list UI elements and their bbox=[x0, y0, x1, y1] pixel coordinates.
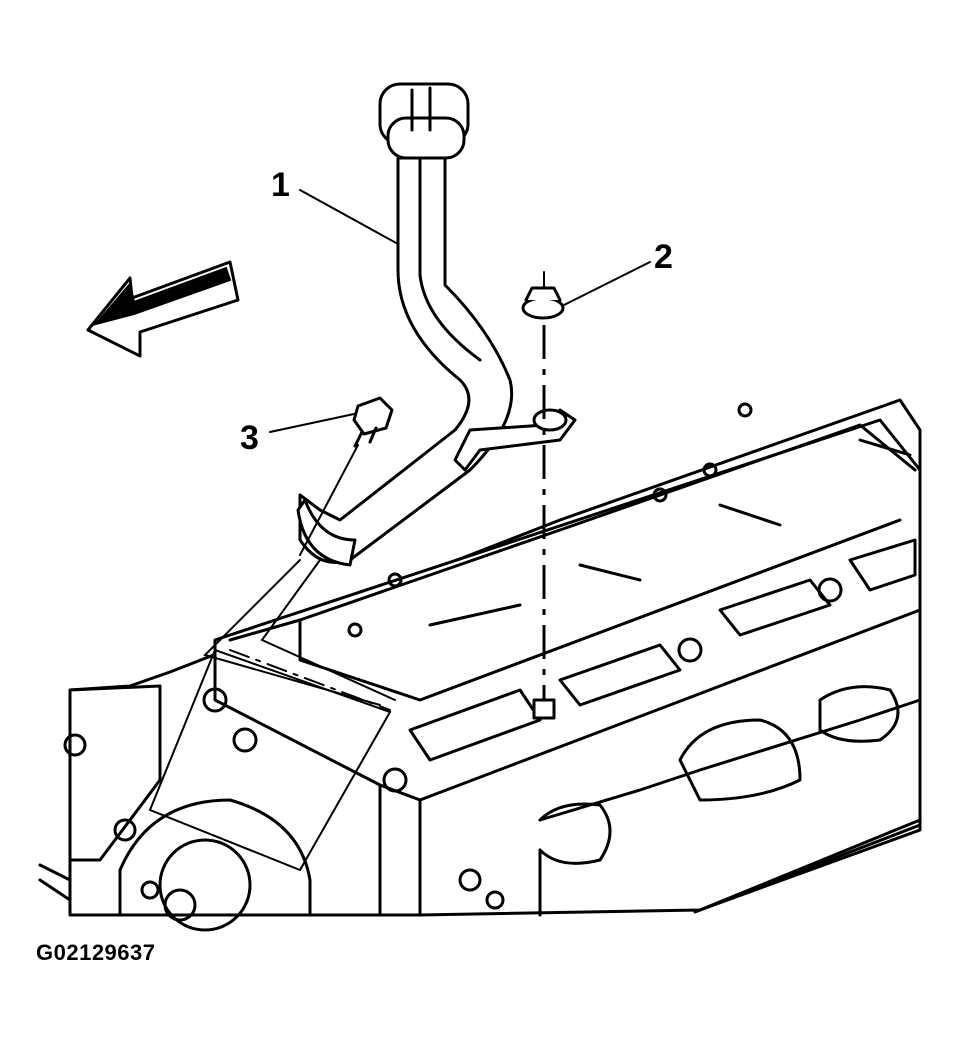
callout-leaders bbox=[269, 189, 651, 433]
bolt-icon bbox=[299, 396, 394, 556]
front-direction-arrow-icon bbox=[86, 260, 240, 358]
callout-3-label: 3 bbox=[240, 419, 259, 457]
detail-view-outline bbox=[148, 559, 396, 872]
callout-2-label: 2 bbox=[654, 238, 673, 276]
nut-icon bbox=[521, 271, 565, 720]
figure-id: G02129637 bbox=[36, 940, 156, 965]
engine-cylinder-head bbox=[38, 398, 922, 932]
callout-1-label: 1 bbox=[271, 166, 290, 204]
oil-level-indicator-tube-icon bbox=[296, 82, 577, 567]
